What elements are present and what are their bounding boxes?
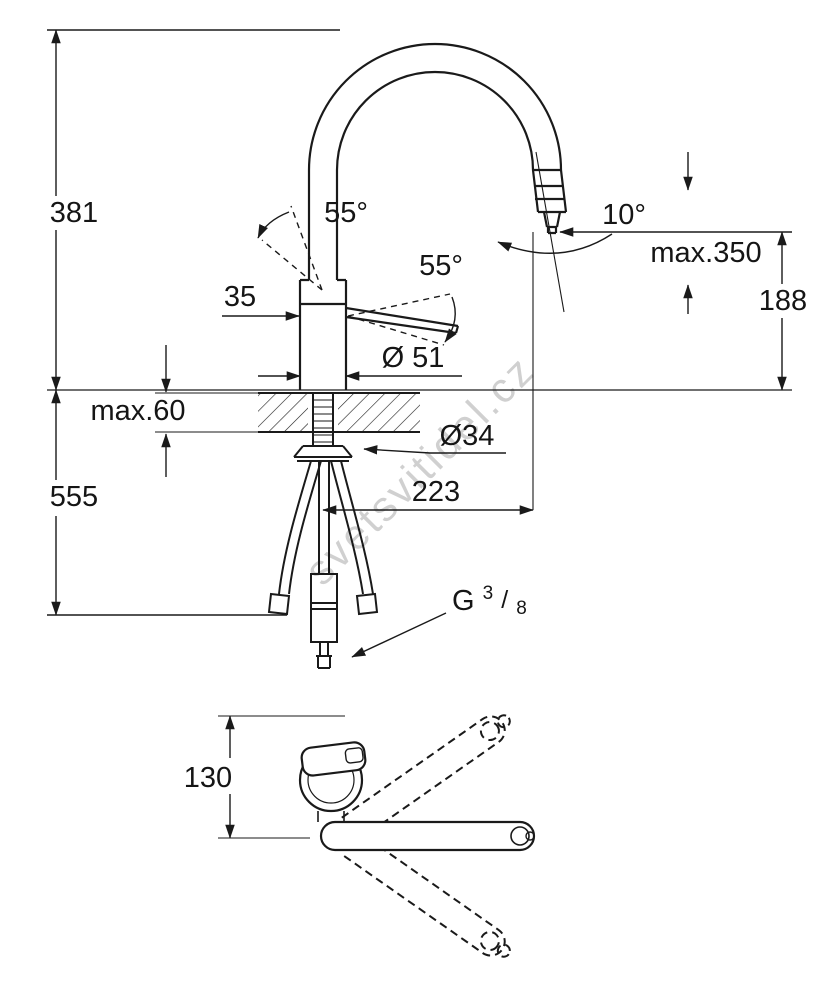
thread-prefix: G	[452, 585, 475, 617]
thread-numerator: 3	[483, 583, 494, 604]
dim-130-label: 130	[184, 762, 232, 794]
spout-inner-contour	[335, 70, 540, 280]
faucet-body	[298, 278, 348, 390]
dim-hole-diameter: Ø34	[363, 420, 506, 455]
dim-555-label: 555	[50, 481, 98, 513]
plan-arm-end-cap	[525, 831, 535, 841]
plan-handle	[300, 741, 367, 777]
mounting-nut	[293, 445, 353, 462]
dim-handle-offset: 35	[222, 281, 300, 321]
dim-381-label: 381	[50, 197, 98, 229]
shank-threads	[313, 399, 333, 443]
dimensions-plan: 130	[184, 715, 345, 839]
countertop-section	[47, 389, 792, 433]
dim-55deg-top-label: 55°	[324, 197, 368, 229]
plan-view	[298, 714, 536, 958]
dim-spout-reach: 223	[322, 232, 534, 515]
pullout-hose	[316, 461, 332, 669]
spout-outer-contour	[307, 42, 568, 280]
below-counter-parts	[267, 393, 379, 669]
dimensions-front: 381 555 max.60 35 Ø 51	[47, 29, 807, 658]
dim-55deg-side-label: 55°	[419, 250, 463, 282]
dim-handle-angle-top: 55°	[257, 197, 368, 291]
thread-denominator: 8	[516, 598, 527, 619]
hose-fitting-right	[355, 592, 379, 616]
supply-hose-right	[330, 460, 374, 595]
plan-spout-arm	[319, 820, 536, 852]
thread-label: G 3 / 8	[452, 574, 527, 619]
hose-fitting-left	[267, 592, 291, 616]
dim-223-label: 223	[412, 476, 460, 508]
dim-counter-thickness: max.60	[90, 345, 258, 477]
dim-body-diameter: Ø 51	[258, 342, 462, 381]
dim-188-label: 188	[759, 285, 807, 317]
dim-thread-size: G 3 / 8	[351, 574, 527, 658]
dim-max60-label: max.60	[90, 395, 185, 427]
dim-height-above-counter: 381	[50, 29, 98, 391]
counter-hatch-left	[258, 393, 308, 432]
dim-outlet-height: 188	[759, 231, 807, 391]
dim-pullout-length: max.350	[559, 152, 792, 314]
plan-arm-links	[317, 811, 345, 822]
dim-max350-label: max.350	[650, 237, 761, 269]
dim-handle-angle-side: 55°	[347, 250, 463, 346]
plan-swivel-arm-lower	[341, 830, 511, 958]
counter-hatch-right	[338, 393, 420, 432]
dim-height-below-counter: 555	[50, 389, 98, 616]
dim-35-label: 35	[224, 281, 256, 313]
plan-arm-end-circle	[510, 826, 530, 846]
dim-spray-angle: 10°	[497, 151, 646, 313]
plan-swivel-arm-upper	[341, 714, 511, 842]
thread-slash: /	[501, 586, 508, 614]
mounting-shank	[312, 393, 334, 446]
supply-hose-left	[278, 460, 322, 595]
dim-d34-label: Ø34	[440, 420, 495, 452]
dim-d51-label: Ø 51	[382, 342, 445, 374]
dim-10deg-label: 10°	[602, 199, 646, 231]
hose-weight	[310, 573, 338, 643]
spray-head	[533, 168, 566, 235]
